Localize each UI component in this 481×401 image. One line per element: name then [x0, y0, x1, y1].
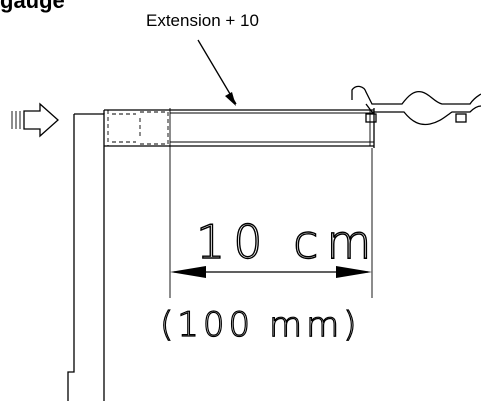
- internal-coupling: [107, 108, 171, 148]
- arrow-right-icon: [11, 102, 59, 138]
- dimension-extension-lines: [169, 148, 373, 298]
- dimension-primary-label: 10 cm: [196, 215, 379, 269]
- diagram-title: gauge: [0, 0, 65, 13]
- gauge-body: [67, 110, 105, 401]
- extension-callout-label: Extension + 10: [146, 11, 259, 30]
- end-connector: [351, 85, 481, 126]
- extension-tube: [104, 108, 375, 148]
- dimension-line: [170, 266, 372, 278]
- dimension-secondary-label: (100 mm): [160, 305, 360, 345]
- callout-leader-arrow: [197, 39, 237, 106]
